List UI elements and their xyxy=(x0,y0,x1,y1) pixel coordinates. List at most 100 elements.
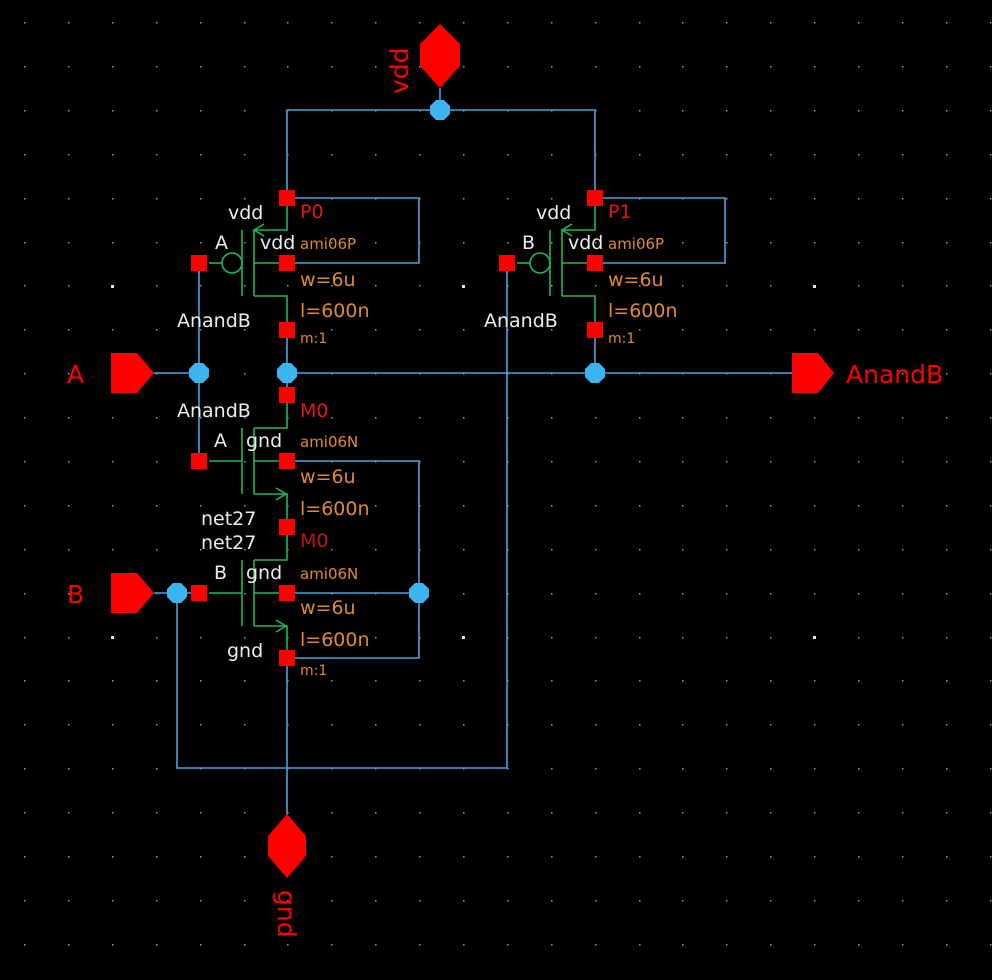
grid-dot xyxy=(200,329,202,331)
pin-b[interactable]: B xyxy=(67,573,154,613)
grid-dot xyxy=(24,768,26,770)
grid-dot xyxy=(639,461,641,463)
p1-gate-pin[interactable] xyxy=(499,255,515,271)
grid-dot xyxy=(639,549,641,551)
grid-dot xyxy=(331,505,333,507)
p0-source-pin[interactable] xyxy=(279,190,295,206)
wire-vdd-rail[interactable] xyxy=(286,109,596,198)
n1-source-pin[interactable] xyxy=(279,650,295,666)
wire-n0-bulk[interactable] xyxy=(287,460,420,659)
p1-multiplier: m:1 xyxy=(608,331,635,347)
n0-gate-pin[interactable] xyxy=(191,453,207,469)
junction-out-left[interactable] xyxy=(277,363,297,383)
grid-dot xyxy=(551,242,553,244)
grid-dot xyxy=(858,505,860,507)
pmos-p1[interactable] xyxy=(517,198,596,330)
grid-dot xyxy=(24,812,26,814)
n0-bulk-pin[interactable] xyxy=(279,453,295,469)
grid-dot xyxy=(990,768,992,770)
n0-drain-pin[interactable] xyxy=(279,387,295,403)
grid-dot xyxy=(726,110,728,112)
vdd-pin-icon xyxy=(420,24,460,88)
grid-dot xyxy=(639,593,641,595)
grid-dot xyxy=(507,242,509,244)
grid-dot xyxy=(331,900,333,902)
grid-dot xyxy=(112,329,114,331)
grid-dot xyxy=(639,724,641,726)
junction-gnd-bulk[interactable] xyxy=(409,583,429,603)
grid-dot xyxy=(639,680,641,682)
p0-drain-pin[interactable] xyxy=(279,322,295,338)
grid-dot xyxy=(858,329,860,331)
grid-dot xyxy=(814,329,816,331)
grid-dot xyxy=(946,680,948,682)
grid-dot xyxy=(331,154,333,156)
n1-bulk-pin[interactable] xyxy=(279,585,295,601)
n0-source-pin[interactable] xyxy=(279,519,295,535)
grid-dot xyxy=(24,680,26,682)
grid-dot xyxy=(156,900,158,902)
grid-dot xyxy=(595,637,597,639)
p0-drain-net-label: AnandB xyxy=(177,310,251,332)
nmos-n0[interactable] xyxy=(209,395,288,527)
pin-vdd[interactable]: vdd xyxy=(385,24,460,94)
p1-drain-pin[interactable] xyxy=(587,322,603,338)
wire-b-loop[interactable] xyxy=(176,263,508,769)
grid-dot xyxy=(419,22,421,24)
p0-gate-pin[interactable] xyxy=(191,255,207,271)
wire-p1-bulk[interactable] xyxy=(595,197,726,264)
grid-dot xyxy=(156,285,158,287)
pin-a[interactable]: A xyxy=(67,353,154,393)
grid-dot xyxy=(770,66,772,68)
grid-dot xyxy=(858,593,860,595)
p0-length: l=600n xyxy=(300,300,370,322)
pin-out[interactable]: AnandB xyxy=(792,353,943,393)
grid-dot xyxy=(858,812,860,814)
grid-dot xyxy=(946,110,948,112)
pin-gnd[interactable]: gnd xyxy=(268,814,306,938)
grid-dot xyxy=(112,812,114,814)
n1-multiplier: m:1 xyxy=(300,663,327,679)
junction-a[interactable] xyxy=(189,363,209,383)
junction-b[interactable] xyxy=(167,583,187,603)
grid-dot xyxy=(682,637,684,639)
grid-dot xyxy=(990,680,992,682)
grid-dot xyxy=(463,680,465,682)
grid-dot xyxy=(726,505,728,507)
grid-dot xyxy=(551,198,553,200)
grid-dot xyxy=(507,944,509,946)
junction-vdd[interactable] xyxy=(430,100,450,120)
grid-dot xyxy=(200,944,202,946)
grid-dot xyxy=(990,505,992,507)
grid-dot xyxy=(595,856,597,858)
p1-bulk-pin[interactable] xyxy=(587,255,603,271)
grid-dot xyxy=(858,66,860,68)
grid xyxy=(24,22,992,946)
grid-major-dot xyxy=(462,636,465,639)
grid-dot xyxy=(200,66,202,68)
grid-dot xyxy=(990,373,992,375)
junction-out-right[interactable] xyxy=(585,363,605,383)
grid-dot xyxy=(990,154,992,156)
labels-p0: vdd A vdd AnandB P0 ami06P w=6u l=600n m… xyxy=(177,201,370,347)
grid-major-dot xyxy=(813,636,816,639)
grid-dot xyxy=(770,22,772,24)
n1-gate-pin[interactable] xyxy=(191,585,207,601)
wire-p0-bulk[interactable] xyxy=(287,197,420,264)
p1-source-net-label: vdd xyxy=(536,202,571,224)
n0-bulk-net-label: gnd xyxy=(246,430,282,452)
pmos-p0[interactable] xyxy=(209,198,288,330)
grid-dot xyxy=(331,944,333,946)
grid-dot xyxy=(726,461,728,463)
grid-dot xyxy=(770,505,772,507)
p0-bulk-pin[interactable] xyxy=(279,255,295,271)
grid-dot xyxy=(244,812,246,814)
grid-dot xyxy=(858,856,860,858)
p1-source-pin[interactable] xyxy=(587,190,603,206)
b-pin-label: B xyxy=(67,580,84,609)
grid-dot xyxy=(946,417,948,419)
grid-dot xyxy=(814,680,816,682)
grid-dot xyxy=(244,373,246,375)
grid-dot xyxy=(682,110,684,112)
